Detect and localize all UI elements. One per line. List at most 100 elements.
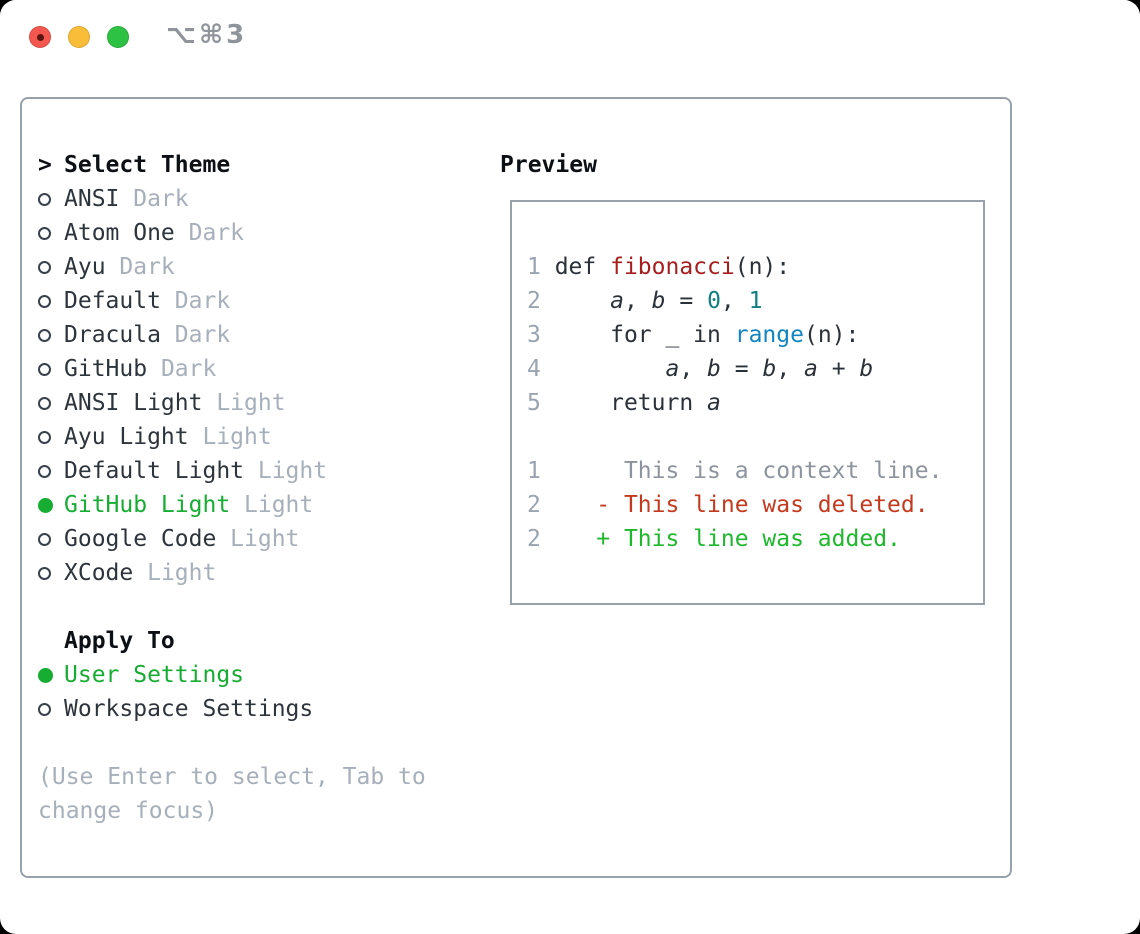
theme-option-label: GitHub Dark [64,352,216,386]
radio-icon [38,667,53,683]
apply-option-label: Workspace Settings [64,692,313,726]
window-title: ⌥⌘3 [166,20,248,50]
preview-line: 2 + This line was added. [527,522,983,556]
code-token-plain: for _ in [554,322,735,348]
code-token-plain: , [623,288,652,314]
spacer [38,590,500,624]
preview-line: 2 a, b = 0, 1 [527,284,983,318]
apply-option[interactable]: User Settings [38,658,500,692]
preview-line [527,420,983,454]
line-number: 2 [527,288,541,314]
code-token-var: b [859,356,874,382]
radio-icon [38,362,51,376]
radio-slot [38,260,64,274]
theme-name: Atom One [64,220,175,246]
code-token-plain: (n): [803,322,860,348]
apply-option-label: User Settings [64,658,244,692]
radio-slot [38,362,64,376]
radio-slot [38,532,64,546]
preview-line: 1 This is a context line. [527,454,983,488]
preview-title: Preview [500,152,597,178]
theme-option[interactable]: GitHub Dark [38,352,500,386]
line-number: 4 [527,356,541,382]
theme-variant-tag: Dark [160,356,217,382]
apply-to-title: Apply To [64,628,175,654]
spacer [38,726,500,760]
radio-slot [38,702,64,716]
radio-icon [38,702,51,716]
unsaved-dot-icon [36,33,44,41]
hint-text: (Use Enter to select, Tab to change focu… [38,764,426,824]
radio-icon [38,260,51,274]
radio-slot [38,667,64,683]
theme-option[interactable]: Ayu Dark [38,250,500,284]
code-token-var: a [610,288,624,314]
minimize-button[interactable] [68,26,90,48]
code-token-plain: + [817,356,860,382]
code-token-plain [555,356,666,382]
theme-option-label: Ayu Dark [64,250,175,284]
select-theme-title: Select Theme [64,152,231,178]
code-token-var: a [665,356,680,382]
code-token-var: b [762,356,777,382]
line-number: 1 [527,254,541,280]
theme-name: Default Light [64,458,245,484]
theme-name: ANSI [64,186,120,212]
apply-to-list: User Settings Workspace Settings [38,658,500,726]
code-token-added: + This line was added. [554,526,901,552]
radio-slot [38,226,64,240]
theme-name: GitHub Light [64,492,231,518]
theme-variant-tag: Light [230,526,300,552]
radio-icon [38,396,51,410]
code-token-number: 1 [748,288,763,314]
code-token-plain: , [776,356,805,382]
code-token-number: 0 [707,288,721,314]
radio-slot [38,294,64,308]
select-theme-header: > Select Theme [38,148,500,182]
code-token-plain: (n): [734,254,791,280]
theme-variant-tag: Dark [119,254,175,280]
code-token-plain: def [554,254,611,280]
titlebar: ⌥⌘3 [0,0,1140,74]
radio-slot [38,430,64,444]
code-token-builtin: range [734,322,804,348]
theme-variant-tag: Light [147,560,217,586]
theme-name: Ayu [64,254,106,280]
code-token-plain: , [720,288,749,314]
radio-slot [38,328,64,342]
radio-icon [38,566,51,580]
close-button[interactable] [29,26,51,48]
focus-caret-slot: > [38,148,64,182]
theme-name: Dracula [64,322,161,348]
apply-option-name: User Settings [64,662,245,688]
line-number: 5 [527,390,541,416]
zoom-button[interactable] [107,26,129,48]
preview-line: 5 return a [527,386,983,420]
theme-variant-tag: Dark [174,288,231,314]
apply-option[interactable]: Workspace Settings [38,692,500,726]
theme-name: GitHub [64,356,148,382]
radio-icon [38,430,51,444]
